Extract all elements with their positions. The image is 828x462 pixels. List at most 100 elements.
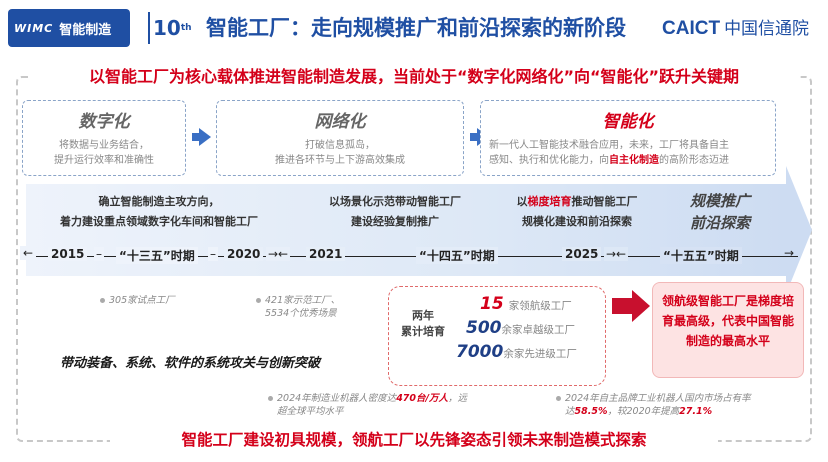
stage-desc-line: 推进各环节与上下游高效集成 (275, 155, 405, 166)
timeline-arrow-left: ← (20, 246, 37, 260)
bullet-highlight: 470台/万人 (396, 393, 448, 404)
bullet-dot-icon (100, 298, 105, 303)
band-text: 推动智能工厂 (571, 195, 638, 208)
band-line: 前沿探索 (689, 214, 750, 232)
count-value: 15 (480, 294, 504, 314)
count-value: 7000 (456, 342, 504, 362)
logo-text: 智能制造 (59, 22, 112, 38)
band-col-14th-b: 以梯度培育推动智能工厂 规模化建设和前沿探索 (492, 192, 662, 232)
timeline-dash: – (208, 247, 218, 261)
slide-title: 智能工厂：走向规模推广和前沿探索的新阶段 (206, 16, 626, 40)
count-label: 家领航级工厂 (508, 300, 572, 312)
stage-intelligentization: 智能化 新一代人工智能技术融合应用，未来，工厂将具备自主 感知、执行和优化能力，… (480, 100, 776, 176)
stage-desc: 将数据与业务结合， 提升运行效率和准确性 (23, 138, 185, 168)
count-row-advanced: 7000余家先进级工厂 (456, 342, 577, 362)
desc-text: 的高阶形态迈进 (659, 155, 729, 166)
bullet-dot-icon (556, 396, 561, 401)
band-line: 建设经验复制推广 (351, 215, 439, 228)
year-2015: 2015 (48, 247, 88, 261)
period-15th: “十五五”时期 (660, 247, 742, 264)
band-highlight: 梯度培育 (527, 195, 572, 208)
breakthrough-text: 带动装备、系统、软件的系统攻关与创新突破 (60, 356, 321, 371)
stage-desc: 新一代人工智能技术融合应用，未来，工厂将具备自主 感知、执行和优化能力，向自主化… (481, 138, 775, 168)
stage-desc-line: 感知、执行和优化能力，向自主化制造的高阶形态迈进 (489, 153, 767, 168)
two-year-line: 累计培育 (401, 325, 445, 338)
logo-mark: WIMC (14, 21, 54, 35)
org-cn: 中国信通院 (724, 19, 810, 39)
stage-networking: 网络化 打破信息孤岛， 推进各环节与上下游高效集成 (216, 100, 464, 176)
year-2020: 2020 (224, 247, 264, 261)
stage-digitalization: 数字化 将数据与业务结合， 提升运行效率和准确性 (22, 100, 186, 176)
desc-highlight: 自主化制造 (609, 155, 659, 166)
count-value: 500 (466, 318, 502, 338)
year-2025: 2025 (562, 247, 602, 261)
bullet-text: ，较2020年提高 (607, 406, 680, 417)
bullet-demo-factories: 421家示范工厂、 5534个优秀场景 (256, 294, 340, 320)
band-line: 规模推广 (689, 192, 750, 210)
year-2021: 2021 (306, 247, 346, 261)
bullet-text: 5534个优秀场景 (265, 308, 337, 319)
band-text: 以 (516, 195, 528, 208)
timeline-arrow-right: → (784, 246, 795, 260)
timeline-dash: – (94, 247, 104, 261)
count-row-leading: 15 家领航级工厂 (480, 294, 572, 314)
bullet-text: 超全球平均水平 (277, 406, 344, 417)
badge-number: 10 (153, 16, 181, 40)
header-divider (148, 12, 150, 44)
leading-factory-callout: 领航级智能工厂是梯度培育最高级，代表中国智能制造的最高水平 (652, 282, 804, 378)
stage-title: 智能化 (602, 112, 654, 132)
bullet-market-share: 2024年自主品牌工业机器人国内市场占有率 达58.5%，较2020年提高27.… (556, 392, 796, 418)
stage-title: 网络化 (314, 112, 366, 132)
wimc-logo: WIMC 智能制造 (8, 9, 130, 47)
slide-header (0, 0, 828, 58)
callout-arrow-icon (632, 290, 650, 322)
bullet-text: 2024年自主品牌工业机器人国内市场占有率 (565, 393, 751, 404)
timeline-arrow-tip (786, 166, 812, 294)
band-col-13th: 确立智能制造主攻方向， 着力建设重点领域数字化车间和智能工厂 (44, 192, 274, 232)
two-year-line: 两年 (412, 309, 434, 322)
stage-arrow-bar (470, 133, 478, 141)
band-line: 确立智能制造主攻方向， (98, 195, 220, 208)
bullet-robot-density: 2024年制造业机器人密度达470台/万人，远 超全球平均水平 (268, 392, 518, 418)
timeline-arrow-mid2: →← (604, 247, 629, 261)
band-line: 以梯度培育推动智能工厂 (492, 192, 662, 212)
bullet-dot-icon (256, 298, 261, 303)
bullet-text: 421家示范工厂、 (265, 295, 341, 306)
bullet-pilot-factories: 305家试点工厂 (100, 294, 175, 307)
desc-text: 感知、执行和优化能力，向 (489, 155, 609, 166)
cultivation-box (388, 286, 606, 386)
bullet-text: 2024年制造业机器人密度达 (277, 393, 397, 404)
period-13th: “十三五”时期 (116, 247, 198, 264)
bullet-highlight: 58.5% (574, 406, 608, 417)
bullet-dot-icon (268, 396, 273, 401)
two-year-label: 两年 累计培育 (396, 308, 450, 340)
badge-suffix: th (180, 23, 192, 33)
stage-desc-line: 打破信息孤岛， (305, 140, 375, 151)
stage-desc: 打破信息孤岛， 推进各环节与上下游高效集成 (217, 138, 463, 168)
band-line: 规模化建设和前沿探索 (522, 215, 632, 228)
headline: 以智能工厂为核心载体推进智能制造发展，当前处于“数字化网络化”向“智能化”跃升关… (28, 64, 800, 90)
band-col-15th: 规模推广 前沿探索 (672, 190, 768, 234)
stage-desc-line: 新一代人工智能技术融合应用，未来，工厂将具备自主 (489, 140, 729, 151)
count-label: 余家卓越级工厂 (501, 324, 576, 336)
band-col-14th-a: 以场景化示范带动智能工厂 建设经验复制推广 (302, 192, 488, 232)
bullet-text: 达 (565, 406, 575, 417)
timeline-axis (22, 256, 798, 257)
stage-desc-line: 将数据与业务结合， (59, 140, 149, 151)
stage-arrow-bar (192, 133, 200, 141)
band-line: 以场景化示范带动智能工厂 (329, 195, 461, 208)
count-label: 余家先进级工厂 (503, 348, 577, 360)
stage-arrow-icon (199, 128, 211, 146)
footline: 智能工厂建设初具规模，领航工厂以先锋姿态引领未来制造模式探索 (110, 428, 718, 452)
timeline-arrow-mid: →← (266, 247, 291, 261)
stage-desc-line: 提升运行效率和准确性 (54, 155, 154, 166)
org-brand: CAICT (662, 18, 721, 39)
band-line: 着力建设重点领域数字化车间和智能工厂 (60, 215, 258, 228)
bullet-text: 305家试点工厂 (109, 295, 175, 306)
callout-arrow-bar (612, 298, 634, 314)
bullet-highlight: 27.1% (679, 406, 713, 417)
bullet-text: ，远 (448, 393, 468, 404)
count-row-excellent: 500余家卓越级工厂 (466, 318, 575, 338)
